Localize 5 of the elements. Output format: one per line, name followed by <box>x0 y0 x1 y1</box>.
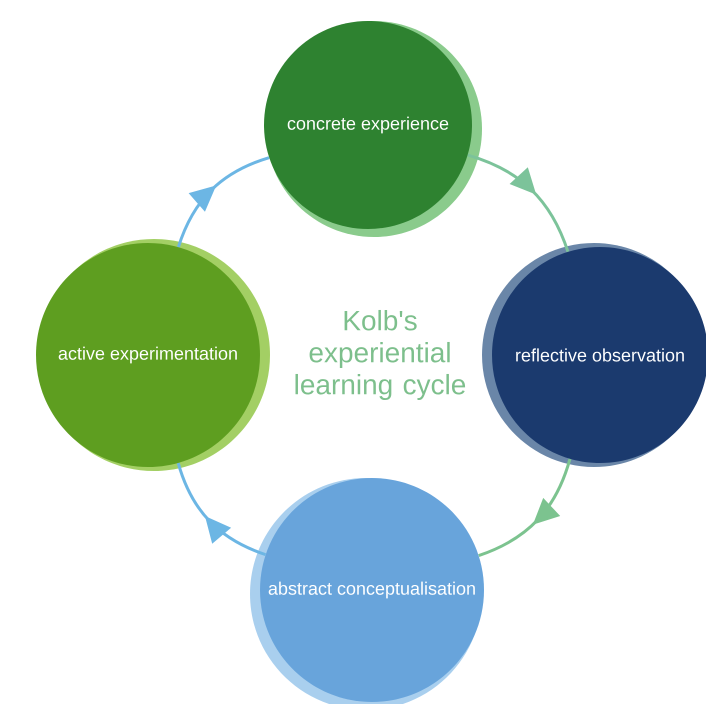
arrow <box>176 462 266 556</box>
title: Kolb's experiential learning cycle <box>296 310 466 400</box>
arrow <box>177 156 270 248</box>
arrow <box>467 154 570 252</box>
arrow <box>478 458 572 557</box>
